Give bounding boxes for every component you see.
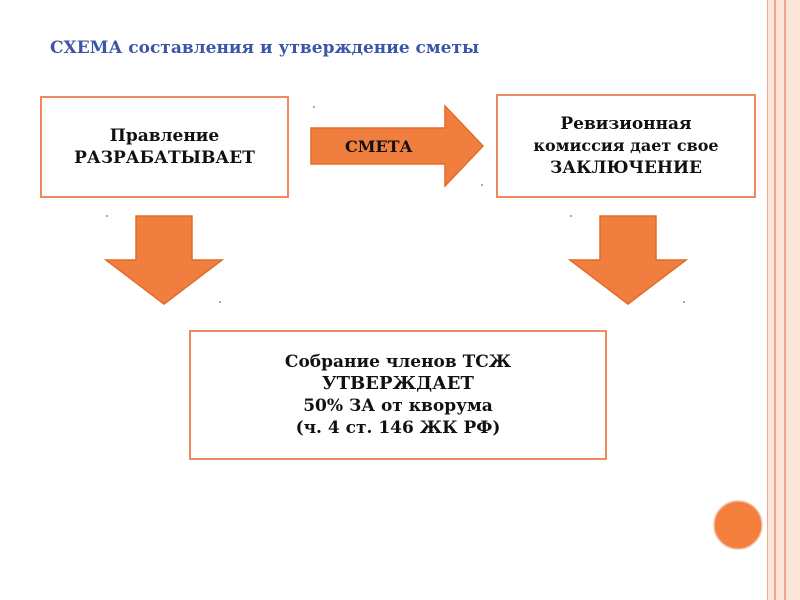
board-box-line-1: Правление — [109, 126, 220, 146]
meeting-box-line-2: УТВЕРЖДАЕТ — [322, 373, 474, 394]
page-title: СХЕМА составления и утверждение сметы — [50, 38, 480, 58]
meeting-box-line-4: (ч. 4 ст. 146 ЖК РФ) — [295, 418, 501, 438]
right-decorative-frame — [767, 0, 800, 600]
meeting-box-line-1: Собрание членов ТСЖ — [284, 352, 512, 372]
down-arrow-right — [567, 215, 689, 305]
placeholder-dot — [683, 301, 685, 303]
left-frame — [0, 0, 13, 600]
audit-box-line-2: комиссия дает свое — [533, 136, 719, 155]
placeholder-dot — [106, 215, 108, 217]
audit-box-line-1: Ревизионная — [560, 114, 692, 134]
audit-box-line-3: ЗАКЛЮЧЕНИЕ — [549, 158, 703, 178]
members-meeting-box: Собрание членов ТСЖ УТВЕРЖДАЕТ 50% ЗА от… — [189, 330, 607, 460]
placeholder-dot — [313, 106, 315, 108]
board-box: Правление РАЗРАБАТЫВАЕТ — [40, 96, 289, 198]
board-box-line-2: РАЗРАБАТЫВАЕТ — [74, 148, 255, 168]
placeholder-dot — [481, 184, 483, 186]
placeholder-dot — [219, 301, 221, 303]
meeting-box-line-3: 50% ЗА от кворума — [303, 396, 493, 416]
estimate-arrow — [310, 104, 485, 188]
estimate-arrow-label: СМЕТА — [345, 137, 413, 156]
audit-commission-box: Ревизионная комиссия дает свое ЗАКЛЮЧЕНИ… — [496, 94, 756, 198]
down-arrow-left — [103, 215, 225, 305]
placeholder-dot — [570, 215, 572, 217]
decorative-circle — [713, 500, 763, 550]
